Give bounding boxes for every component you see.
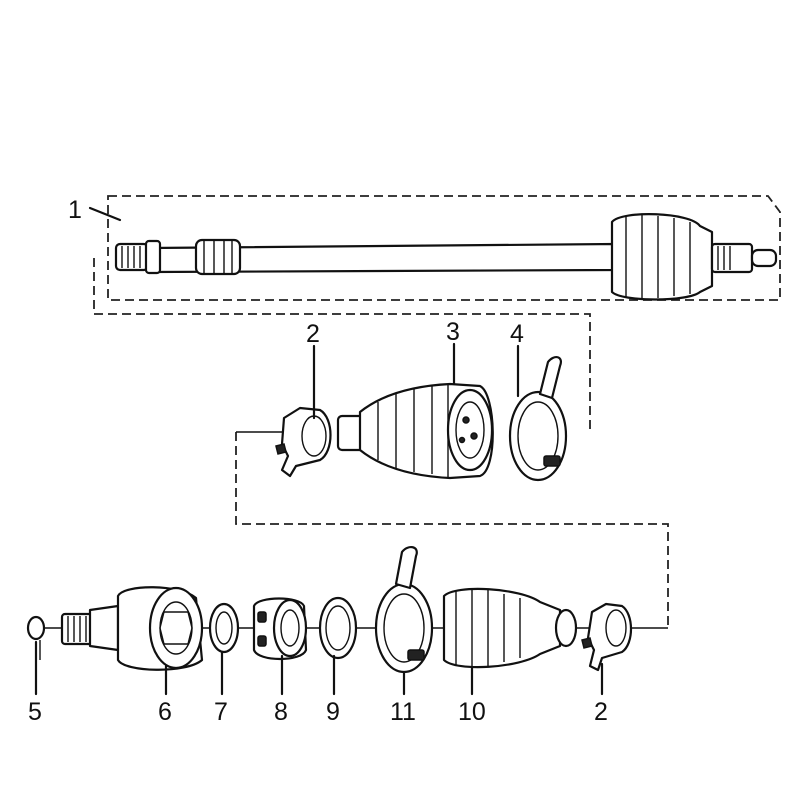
callout-11: 11 (390, 698, 416, 726)
callout-1: 1 (68, 196, 82, 224)
leader-lines (34, 206, 604, 696)
boot-clip-lower (581, 602, 633, 672)
callout-9: 9 (326, 698, 340, 726)
callout-2-lower: 2 (594, 698, 608, 726)
boot-clamp-upper (508, 356, 568, 482)
callout-2-upper: 2 (306, 320, 320, 348)
callout-5: 5 (28, 698, 42, 726)
inner-cv-joint-boot (336, 382, 494, 480)
boot-clamp-11 (374, 546, 434, 674)
callout-labels: 1 2 3 4 5 6 7 8 9 11 10 2 (28, 196, 608, 726)
callout-10: 10 (458, 698, 486, 726)
outer-cv-joint (60, 586, 204, 671)
outer-boot-10 (442, 587, 578, 669)
ring-9 (318, 596, 358, 660)
callout-7: 7 (214, 698, 228, 726)
snap-ring-7 (208, 602, 240, 654)
callout-6: 6 (158, 698, 172, 726)
assembly-outline-lines (93, 195, 781, 628)
callout-4: 4 (510, 320, 524, 348)
callout-8: 8 (274, 698, 288, 726)
boot-clip-upper (275, 406, 332, 478)
circlip-5 (26, 615, 46, 660)
drive-shaft-assembly (114, 213, 778, 301)
callout-3: 3 (446, 318, 460, 346)
bearing-cage-8 (252, 597, 308, 660)
